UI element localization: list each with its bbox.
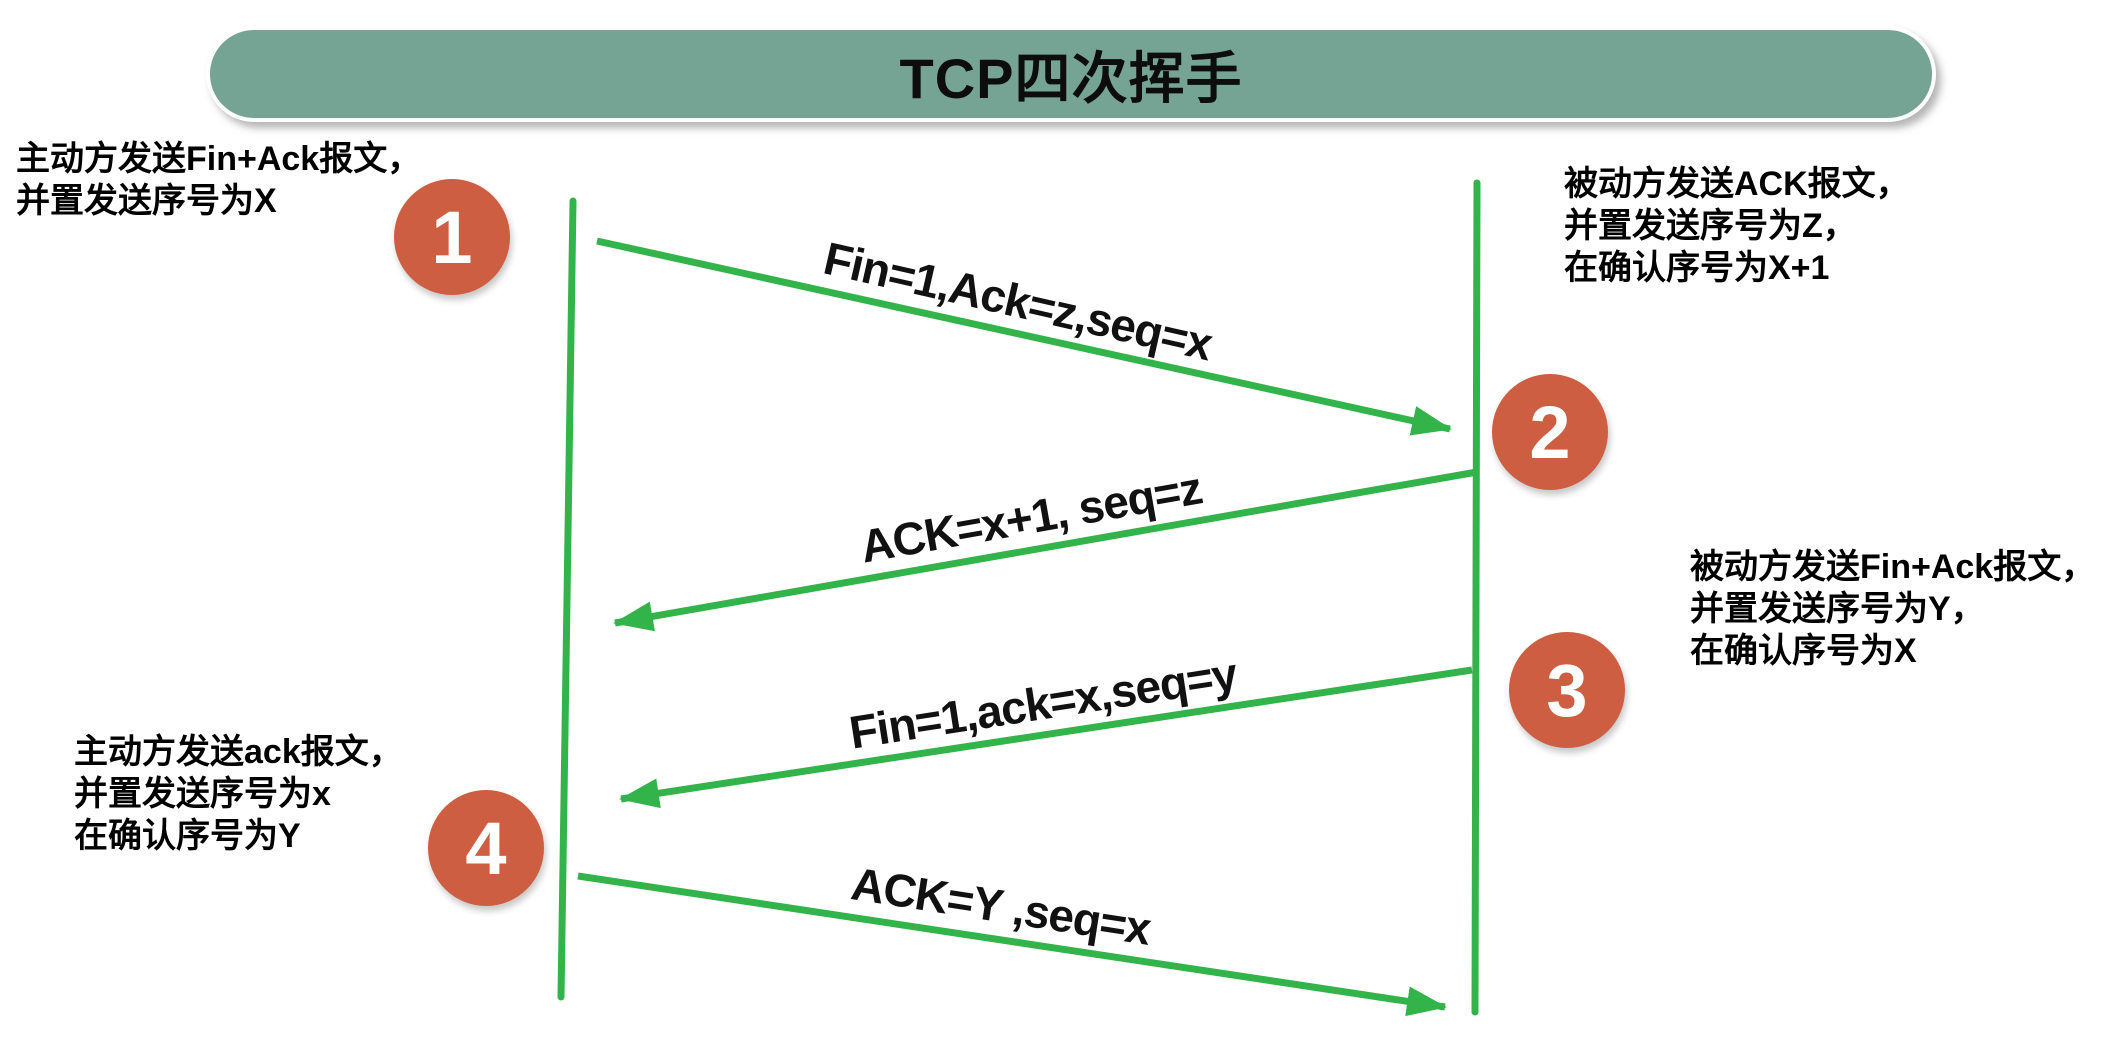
diagram-title: TCP四次挥手 bbox=[899, 46, 1243, 110]
annotation-step-4-line-3: 在确认序号为Y bbox=[74, 817, 301, 855]
annotation-step-1-line-1: 主动方发送Fin+Ack报文， bbox=[16, 140, 422, 178]
step-1-badge: 1 bbox=[394, 179, 510, 295]
arrow-step-2 bbox=[613, 468, 1478, 632]
annotation-step-2-line-1: 被动方发送ACK报文， bbox=[1564, 165, 1910, 203]
receiver-lifeline bbox=[1471, 179, 1481, 1016]
arrow-step-1 bbox=[596, 237, 1452, 436]
annotation-step-4-line-1: 主动方发送ack报文， bbox=[74, 733, 403, 771]
annotation-step-3-line-1: 被动方发送Fin+Ack报文， bbox=[1690, 548, 2096, 586]
step-3-number: 3 bbox=[1546, 648, 1588, 732]
arrow-step-3 bbox=[619, 666, 1473, 809]
step-2-badge: 2 bbox=[1492, 374, 1608, 490]
annotation-step-4: 主动方发送ack报文， 并置发送序号为x 在确认序号为Y bbox=[74, 731, 403, 857]
annotation-step-3-line-3: 在确认序号为X bbox=[1690, 632, 1917, 670]
annotation-step-2: 被动方发送ACK报文， 并置发送序号为Z， 在确认序号为X+1 bbox=[1564, 163, 1910, 289]
initiator-lifeline bbox=[557, 197, 577, 1001]
step-3-badge: 3 bbox=[1509, 632, 1625, 748]
annotation-step-3-line-2: 并置发送序号为Y， bbox=[1690, 590, 1985, 628]
annotation-step-3: 被动方发送Fin+Ack报文， 并置发送序号为Y， 在确认序号为X bbox=[1690, 546, 2095, 672]
step-1-number: 1 bbox=[431, 195, 473, 279]
annotation-step-2-line-2: 并置发送序号为Z， bbox=[1564, 207, 1857, 245]
step-2-number: 2 bbox=[1529, 390, 1571, 474]
annotation-step-1: 主动方发送Fin+Ack报文， 并置发送序号为X bbox=[16, 138, 421, 222]
annotation-step-2-line-3: 在确认序号为X+1 bbox=[1564, 249, 1830, 287]
title-banner: TCP四次挥手 bbox=[206, 26, 1936, 122]
annotation-step-1-line-2: 并置发送序号为X bbox=[16, 182, 277, 220]
step-4-number: 4 bbox=[465, 806, 507, 890]
step-4-badge: 4 bbox=[428, 790, 544, 906]
arrow-step-4 bbox=[577, 872, 1447, 1017]
annotation-step-4-line-2: 并置发送序号为x bbox=[74, 775, 331, 813]
